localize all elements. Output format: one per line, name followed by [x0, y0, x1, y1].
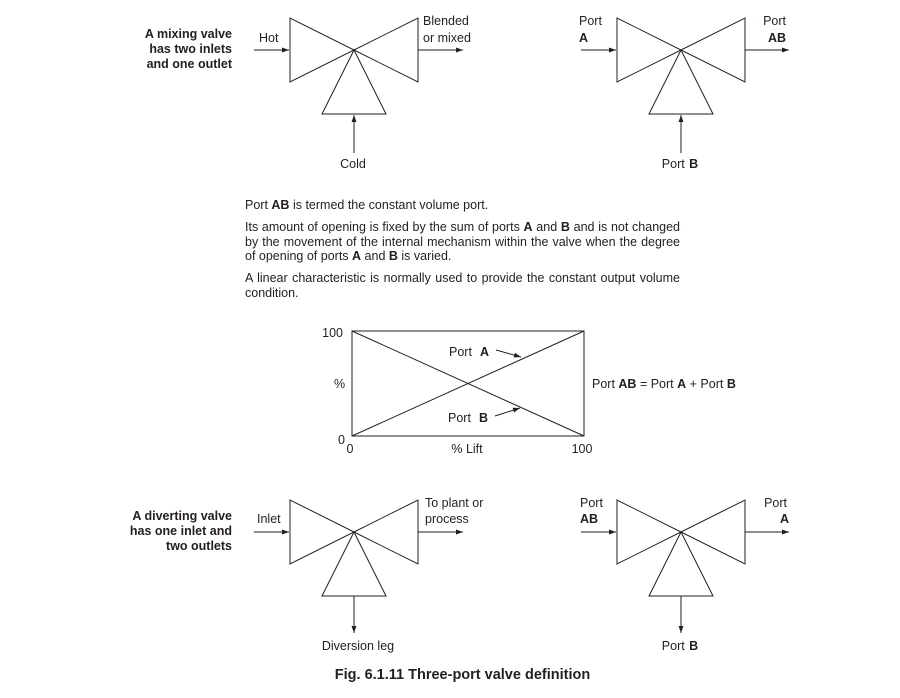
valve-body-bottom [321, 530, 387, 597]
linear-characteristic-note: A linear characteristic is normally used… [245, 271, 680, 300]
diverting-desc-line1: A diverting valve [132, 509, 232, 523]
x-min-label: 0 [347, 442, 354, 456]
valve-body-left [616, 17, 683, 83]
y-min-label: 0 [338, 433, 345, 447]
port-ab-letters: AB [768, 31, 786, 45]
port-a-word: Port [764, 496, 787, 510]
port-a-letter: A [579, 31, 588, 45]
valve-body-left [289, 499, 356, 565]
valve-body-right [352, 499, 419, 565]
graph-frame [351, 330, 585, 437]
mixing-valve: A mixing valve has two inlets and one ou… [145, 14, 471, 171]
port-a-letter: A [780, 512, 789, 526]
diverting-valve: A diverting valve has one inlet and two … [130, 496, 483, 653]
outlet-label-line2: process [425, 512, 469, 526]
cold-label: Cold [340, 157, 366, 171]
port-a-line [351, 330, 585, 437]
port-ab-letters: AB [580, 512, 598, 526]
port-ab-word: Port [580, 496, 603, 510]
mixing-desc-line1: A mixing valve [145, 27, 232, 41]
mixing-desc-line3: and one outlet [147, 57, 233, 71]
figure-caption: Fig. 6.1.11 Three-port valve definition [334, 667, 591, 683]
valve-body-right [679, 499, 746, 565]
opening-explanation: Its amount of opening is fixed by the su… [245, 220, 680, 263]
x-axis-label: % Lift [451, 442, 483, 456]
mixing-desc-line2: has two inlets [149, 42, 232, 56]
valve-body-left [616, 499, 683, 565]
x-max-label: 100 [572, 442, 593, 456]
valve-body-left [289, 17, 356, 83]
diverting-desc-line2: has one inlet and [130, 524, 232, 538]
y-unit-label: % [334, 377, 345, 391]
valve-body-bottom [321, 48, 387, 115]
valve-body-right [352, 17, 419, 83]
valve-body-bottom [648, 530, 714, 597]
port-b-callout-arrow [494, 407, 521, 417]
valve-body-right [679, 17, 746, 83]
diverting-desc-line3: two outlets [166, 539, 232, 553]
outlet-label-line1: To plant or [425, 496, 483, 510]
hot-label: Hot [259, 31, 279, 45]
constant-volume-note: Port AB is termed the constant volume po… [245, 198, 489, 212]
port-b-label: Port B [662, 637, 698, 654]
mixing-valve-ports: Port A Port AB Port B [579, 14, 789, 172]
port-a-callout-arrow [495, 349, 522, 358]
port-a-word: Port [579, 14, 602, 28]
diverting-valve-ports: Port AB Port A Port B [580, 496, 789, 654]
y-max-label: 100 [322, 326, 343, 340]
port-b-label: Port B [662, 155, 698, 172]
port-ab-word: Port [763, 14, 786, 28]
diversion-leg-label: Diversion leg [322, 639, 394, 653]
valve-body-bottom [648, 48, 714, 115]
ab-equation: Port AB = Port A + Port B [592, 377, 736, 391]
blended-label-line1: Blended [423, 14, 469, 28]
inlet-label: Inlet [257, 512, 281, 526]
blended-label-line2: or mixed [423, 31, 471, 45]
